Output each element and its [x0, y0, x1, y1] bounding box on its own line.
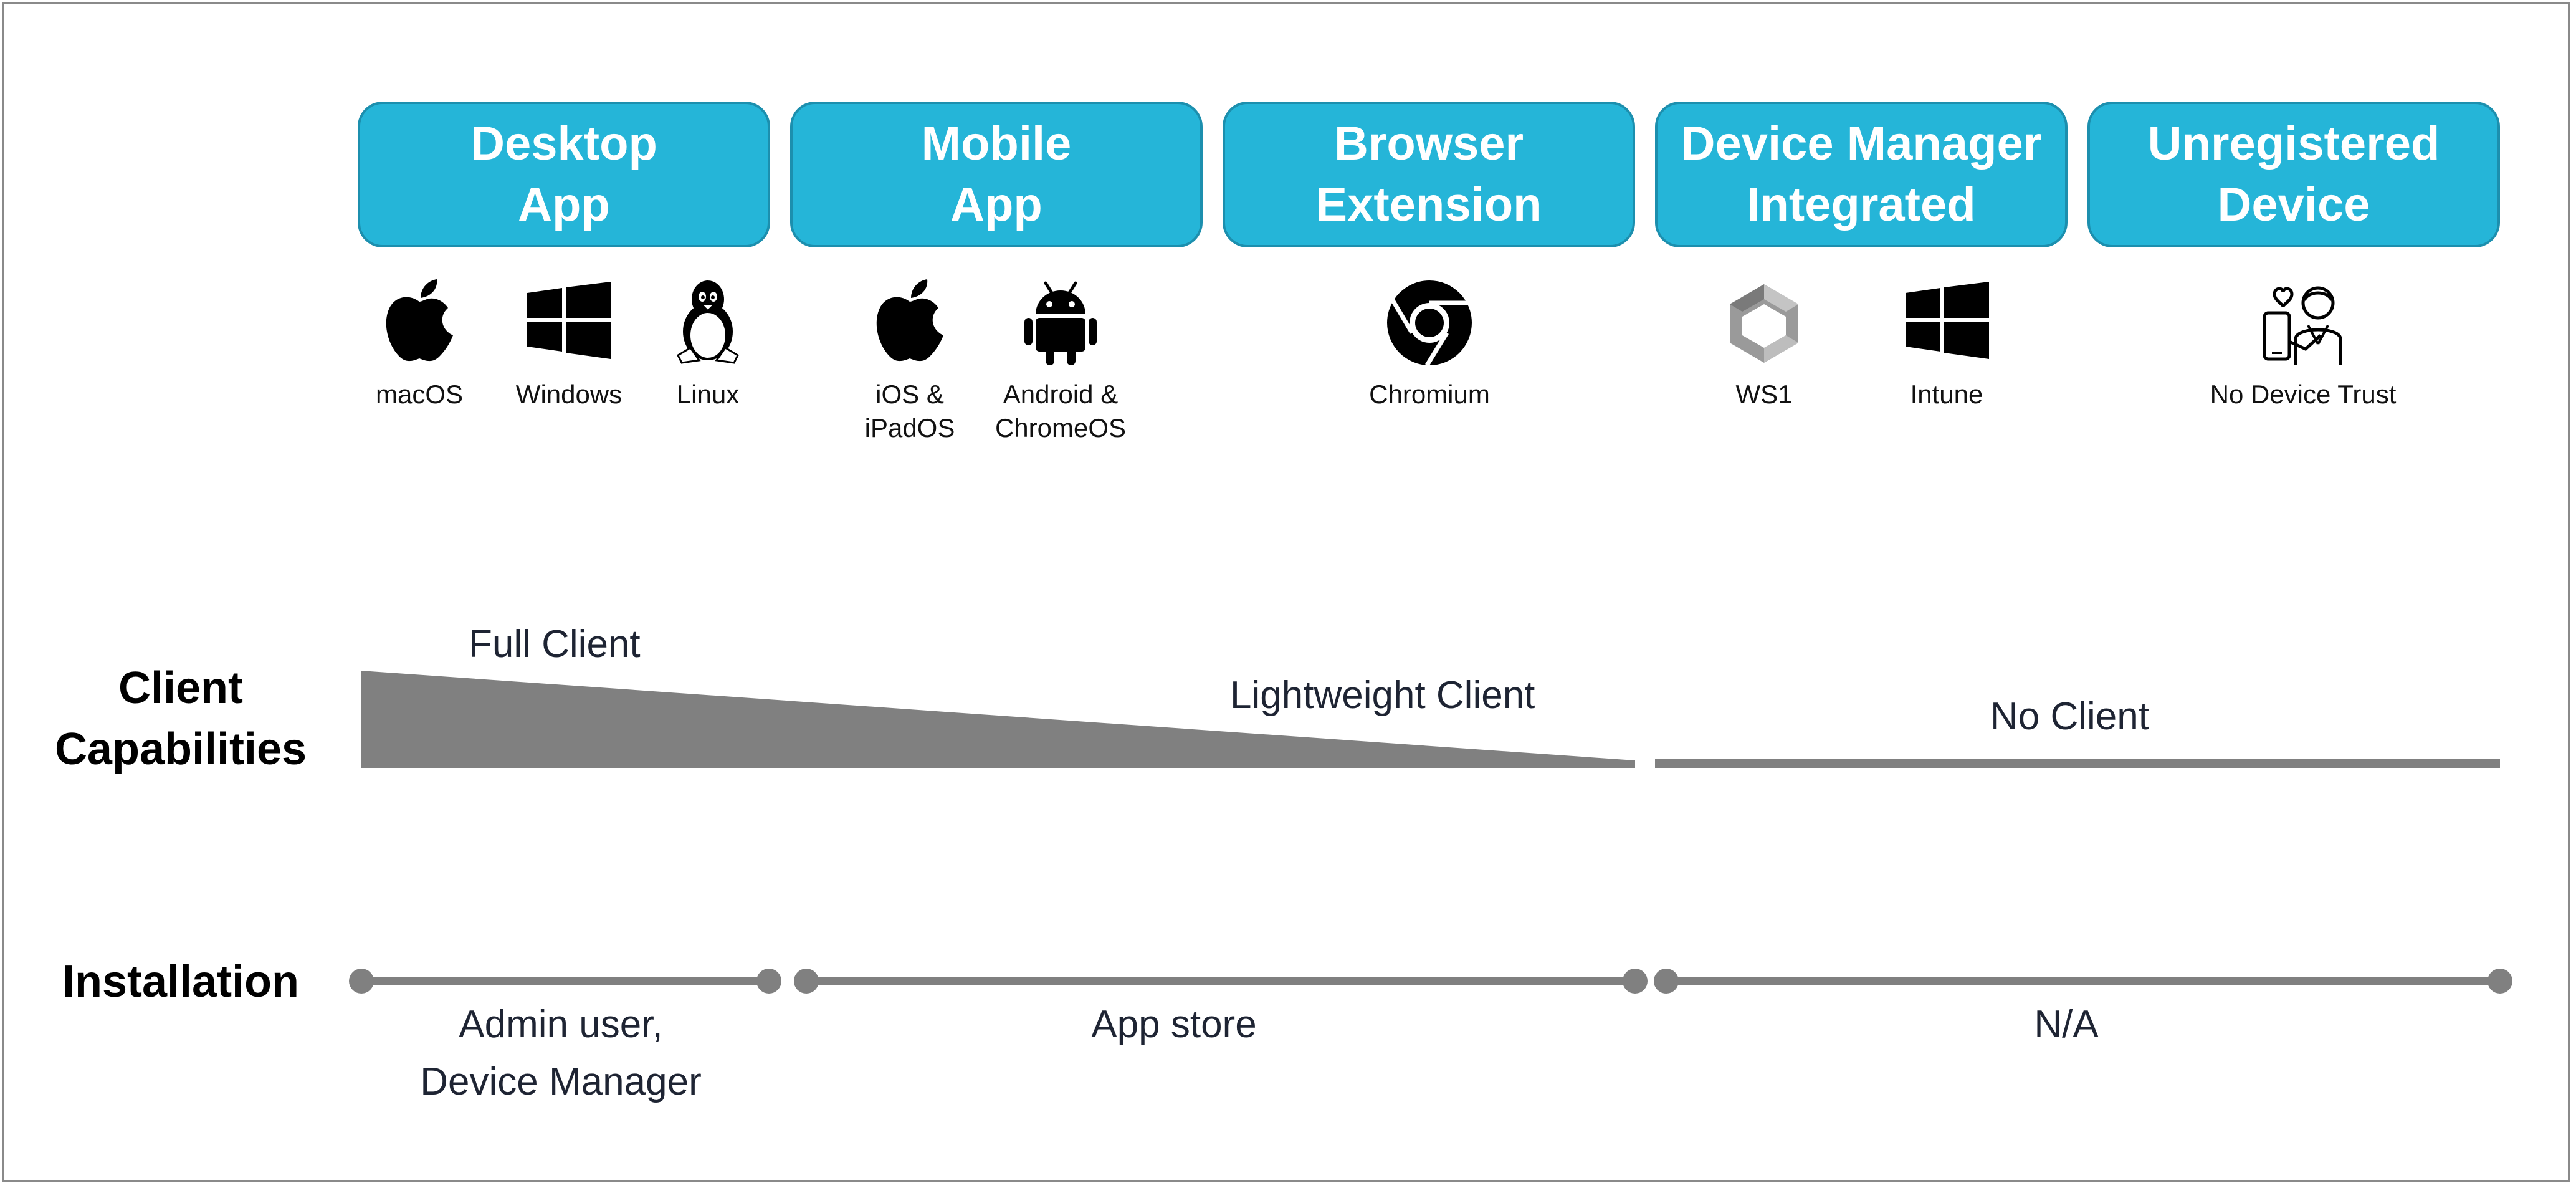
label-lightweight-client: Lightweight Client — [1230, 674, 1535, 717]
category-device-manager-integrated: Device Manager Integrated — [1655, 102, 2068, 247]
apple-icon — [386, 279, 453, 362]
platform-label-line1: iOS & — [875, 380, 944, 409]
install-label-line1: Admin user, — [459, 1003, 663, 1046]
platform-label-linux: Linux — [676, 380, 740, 409]
platform-label-line2: iPadOS — [864, 413, 955, 443]
category-title-line1: Unregistered — [2147, 117, 2440, 170]
category-title-line2: Extension — [1315, 178, 1542, 231]
platform-label-intune: Intune — [1910, 380, 1983, 409]
platform-label-ios: iOS & iPadOS — [847, 378, 972, 445]
platform-label-ws1: WS1 — [1735, 380, 1793, 409]
label-full-client: Full Client — [469, 623, 641, 666]
category-browser-extension: Browser Extension — [1223, 102, 1635, 247]
android-icon — [1024, 281, 1097, 365]
windows-icon — [1906, 282, 1989, 359]
row-heading-installation: Installation — [62, 957, 300, 1007]
full-to-lightweight-wedge — [361, 671, 1635, 768]
no-client-bar — [1655, 759, 2500, 768]
platform-label-line1: Android & — [1003, 380, 1119, 409]
label-install-desktop: Admin user, Device Manager — [374, 996, 748, 1111]
platform-label-line2: ChromeOS — [995, 413, 1127, 443]
category-title-line1: Mobile — [921, 117, 1072, 170]
row-heading-line1: Client — [118, 663, 243, 713]
install-label-line2: Device Manager — [420, 1060, 702, 1103]
category-unregistered-device: Unregistered Device — [2087, 102, 2500, 247]
label-install-app-store: App store — [1091, 1003, 1257, 1046]
install-dot — [1654, 969, 1679, 994]
category-title-line1: Browser — [1333, 117, 1524, 170]
label-install-na: N/A — [2034, 1003, 2099, 1046]
row-heading-line2: Capabilities — [54, 724, 307, 774]
install-dot — [349, 969, 374, 994]
category-title-line1: Device Manager — [1681, 117, 2042, 170]
category-title-line1: Desktop — [470, 117, 657, 170]
category-title-line2: Integrated — [1747, 178, 1976, 231]
windows-icon — [527, 282, 611, 359]
category-mobile-app: Mobile App — [790, 102, 1203, 247]
platform-label-no-device-trust: No Device Trust — [2210, 380, 2397, 409]
platform-label-chromium: Chromium — [1369, 380, 1490, 409]
category-title-line2: App — [950, 178, 1042, 231]
linux-tux-icon — [677, 280, 739, 364]
install-dot — [1623, 969, 1648, 994]
category-title-line2: Device — [2217, 178, 2370, 231]
label-no-client: No Client — [1990, 695, 2149, 738]
platform-label-android: Android & ChromeOS — [986, 378, 1135, 445]
ws1-icon — [1730, 284, 1798, 363]
platform-label-windows: Windows — [515, 380, 623, 409]
install-dot — [794, 969, 819, 994]
install-dot — [2488, 969, 2512, 994]
chrome-icon — [1387, 280, 1472, 366]
install-dot — [756, 969, 781, 994]
category-title-line2: App — [518, 178, 610, 231]
person-device-icon — [2263, 286, 2342, 365]
row-heading-client-capabilities: Client Capabilities — [37, 658, 324, 780]
apple-icon — [876, 279, 943, 362]
category-desktop-app: Desktop App — [358, 102, 770, 247]
platform-label-macos: macOS — [375, 380, 464, 409]
